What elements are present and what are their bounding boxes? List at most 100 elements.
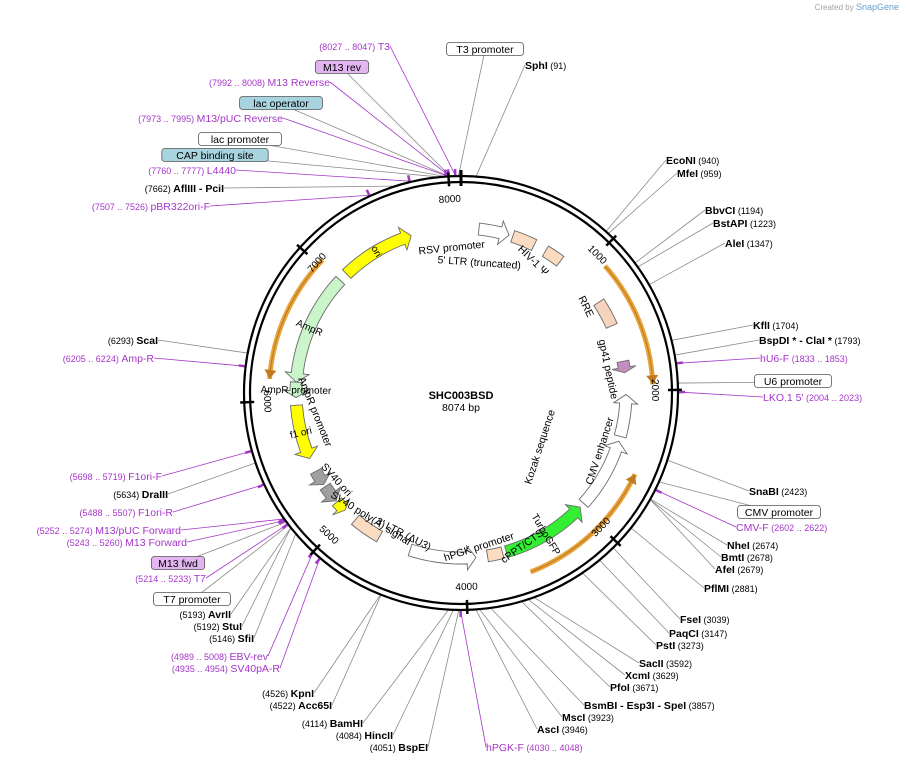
site-bsmbi-esp3i-spei[interactable]: BsmBI - Esp3I - SpeI (3857) bbox=[584, 700, 715, 712]
site-position: (4030 .. 4048) bbox=[524, 743, 583, 753]
site-mfei[interactable]: MfeI (959) bbox=[677, 168, 722, 180]
feature-ori[interactable] bbox=[341, 226, 412, 280]
site-amp-r[interactable]: (6205 .. 6224) Amp-R bbox=[63, 353, 155, 365]
site-box-m13-rev bbox=[314, 60, 370, 74]
site-text-pflmi: PflMI (2881) bbox=[704, 583, 758, 595]
feature-hpgk-promoter[interactable] bbox=[407, 543, 477, 572]
site-position: (5698 .. 5719) bbox=[70, 472, 129, 482]
site-afliii-pcii[interactable]: (7662) AflIII - PciI bbox=[145, 183, 224, 195]
site-bbvci[interactable]: BbvCI (1194) bbox=[705, 205, 763, 217]
site-t7-promoter[interactable]: T7 promoter bbox=[153, 592, 231, 607]
site-text-sfii: (5146) SfiI bbox=[209, 633, 254, 645]
site-kfli[interactable]: KflI (1704) bbox=[753, 320, 798, 332]
site-m13-puc-forward[interactable]: (5252 .. 5274) M13/pUC Forward bbox=[37, 525, 181, 537]
site-kpni[interactable]: (4526) KpnI bbox=[262, 688, 314, 700]
site-cmv-promoter[interactable]: CMV promoter bbox=[737, 505, 821, 520]
orf-arc-head-0 bbox=[646, 374, 659, 385]
site-bmti[interactable]: BmtI (2678) bbox=[721, 552, 773, 564]
site-t3-promoter[interactable]: T3 promoter bbox=[446, 42, 524, 57]
site-alei[interactable]: AleI (1347) bbox=[725, 238, 773, 250]
site-text-stui: (5192) StuI bbox=[194, 621, 242, 633]
feature-sv40-ori[interactable] bbox=[319, 482, 342, 503]
site-name: AvrII bbox=[208, 609, 231, 621]
site-snabi[interactable]: SnaBI (2423) bbox=[749, 486, 807, 498]
site-l4440[interactable]: (7760 .. 7777) L4440 bbox=[148, 165, 236, 177]
site-lac-promoter[interactable]: lac promoter bbox=[198, 132, 282, 147]
site-fsei[interactable]: FseI (3039) bbox=[680, 614, 730, 626]
site-t7[interactable]: (5214 .. 5233) T7 bbox=[135, 573, 206, 585]
feature-sv40-polya[interactable] bbox=[308, 467, 332, 486]
site-scai[interactable]: (6293) ScaI bbox=[108, 335, 158, 347]
site-m13-forward[interactable]: (5243 .. 5260) M13 Forward bbox=[67, 537, 188, 549]
tick-label-8000: 8000 bbox=[438, 194, 461, 206]
site-afei[interactable]: AfeI (2679) bbox=[715, 564, 763, 576]
site-sphi[interactable]: SphI (91) bbox=[525, 60, 566, 72]
site-pbr322ori-f[interactable]: (7507 .. 7526) pBR322ori-F bbox=[92, 201, 210, 213]
site-hincii[interactable]: (4084) HincII bbox=[336, 730, 393, 742]
site-pflmi[interactable]: PflMI (2881) bbox=[704, 583, 758, 595]
site-name-cap-binding-site: CAP binding site bbox=[176, 150, 254, 162]
site-bspdi-clai[interactable]: BspDI * - ClaI * (1793) bbox=[759, 335, 860, 347]
feature-ltr5[interactable] bbox=[510, 230, 538, 252]
site-nhei[interactable]: NheI (2674) bbox=[727, 540, 778, 552]
site-pfoi[interactable]: PfoI (3671) bbox=[610, 682, 658, 694]
feature-ampr-promoter[interactable] bbox=[282, 381, 310, 399]
site-stui[interactable]: (5192) StuI bbox=[194, 621, 242, 633]
site-box-t7-promoter bbox=[153, 592, 231, 606]
feature-f1-ori[interactable] bbox=[289, 404, 319, 460]
feature-gp41[interactable] bbox=[612, 359, 637, 374]
site-bamhi[interactable]: (4114) BamHI bbox=[302, 718, 363, 730]
site-f1ori-r[interactable]: (5488 .. 5507) F1ori-R bbox=[79, 507, 173, 519]
feature-hiv-psi[interactable] bbox=[541, 245, 565, 267]
feature-sv40-ori-2[interactable] bbox=[331, 497, 351, 516]
site-cap-binding-site[interactable]: CAP binding site bbox=[161, 148, 269, 163]
leader-kfli bbox=[672, 324, 754, 341]
site-ebv-rev[interactable]: (4989 .. 5008) EBV-rev bbox=[171, 651, 269, 663]
site-name: BspDI * - ClaI * bbox=[759, 335, 833, 347]
site-sfii[interactable]: (5146) SfiI bbox=[209, 633, 254, 645]
site-bstapi[interactable]: BstAPI (1223) bbox=[713, 218, 776, 230]
site-m13-rev[interactable]: M13 rev bbox=[314, 60, 370, 75]
site-position: (7992 .. 8008) bbox=[209, 78, 268, 88]
site-hu6-f[interactable]: hU6-F (1833 .. 1853) bbox=[760, 353, 848, 365]
site-acc65i[interactable]: (4522) Acc65I bbox=[270, 700, 332, 712]
site-position: (6293) bbox=[108, 336, 137, 346]
site-f1ori-f[interactable]: (5698 .. 5719) F1ori-F bbox=[70, 471, 162, 483]
feature-cmv-enhancer[interactable] bbox=[578, 440, 629, 509]
site-hpgk-f[interactable]: hPGK-F (4030 .. 4048) bbox=[486, 742, 582, 754]
feature-ampr[interactable] bbox=[283, 275, 346, 383]
feature-cppt[interactable] bbox=[485, 546, 505, 563]
site-econi[interactable]: EcoNI (940) bbox=[666, 155, 719, 167]
feature-rsv-promoter[interactable] bbox=[477, 219, 510, 246]
site-avrii[interactable]: (5193) AvrII bbox=[180, 609, 232, 621]
site-m13-fwd[interactable]: M13 fwd bbox=[150, 556, 206, 571]
site-text-cmv-f: CMV-F (2602 .. 2622) bbox=[736, 522, 827, 534]
site-u6-promoter[interactable]: U6 promoter bbox=[754, 374, 832, 389]
tick-mark-8000 bbox=[447, 172, 451, 187]
feature-turbogfp[interactable] bbox=[504, 504, 583, 558]
site-sv40pa-r[interactable]: (4935 .. 4954) SV40pA-R bbox=[172, 663, 281, 675]
site-xcmi[interactable]: XcmI (3629) bbox=[625, 670, 679, 682]
site-position: (2602 .. 2622) bbox=[769, 523, 828, 533]
site-paqci[interactable]: PaqCI (3147) bbox=[669, 628, 727, 640]
feature-rre[interactable] bbox=[593, 298, 618, 329]
site-msci[interactable]: MscI (3923) bbox=[562, 712, 614, 724]
site-lko-1-5[interactable]: LKO.1 5' (2004 .. 2023) bbox=[763, 392, 862, 404]
feature-cmv-promoter[interactable] bbox=[612, 393, 639, 439]
site-sacii[interactable]: SacII (3592) bbox=[639, 658, 692, 670]
site-asci[interactable]: AscI (3946) bbox=[537, 724, 588, 736]
primer-mark-t7 bbox=[281, 523, 288, 530]
feature-ltr3[interactable] bbox=[350, 514, 384, 543]
tick-label-2000: 2000 bbox=[649, 379, 660, 402]
site-lac-operator[interactable]: lac operator bbox=[239, 96, 323, 111]
site-bspei[interactable]: (4051) BspEI bbox=[370, 742, 428, 754]
site-psti[interactable]: PstI (3273) bbox=[656, 640, 704, 652]
site-draiii[interactable]: (5634) DraIII bbox=[113, 489, 168, 501]
site-cmv-f[interactable]: CMV-F (2602 .. 2622) bbox=[736, 522, 827, 534]
site-t3[interactable]: (8027 .. 8047) T3 bbox=[319, 41, 390, 53]
site-text-bbvci: BbvCI (1194) bbox=[705, 205, 763, 217]
site-m13-reverse[interactable]: (7992 .. 8008) M13 Reverse bbox=[209, 77, 330, 89]
site-m13-puc-reverse[interactable]: (7973 .. 7995) M13/pUC Reverse bbox=[138, 113, 283, 125]
site-name: MfeI bbox=[677, 168, 698, 180]
